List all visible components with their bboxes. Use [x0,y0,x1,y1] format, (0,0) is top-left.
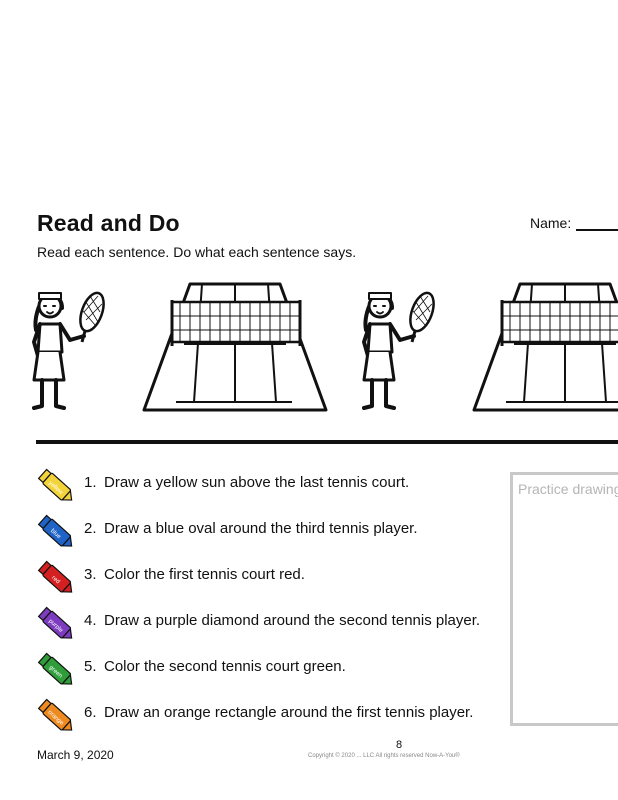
task-text: Color the second tennis court green. [104,658,346,675]
worksheet-title: Read and Do [37,210,180,236]
task-text: Draw a purple diamond around the second … [104,612,481,629]
task-item: purple 4. Draw a purple diamond around the… [36,604,506,644]
task-number: 2. [84,520,97,537]
section-divider [36,440,618,444]
practice-drawing-label: Practice drawing [518,481,618,497]
tennis-court-icon [142,282,328,412]
task-number: 1. [84,474,97,491]
task-text: Draw a blue oval around the third tennis… [104,520,418,537]
task-item: blue 2. Draw a blue oval around the third … [36,512,506,552]
task-item: orange 6. Draw an orange rectangle around … [36,696,506,736]
task-number: 5. [84,658,97,675]
task-text: Draw an orange rectangle around the firs… [104,704,474,721]
task-number: 6. [84,704,97,721]
name-line [576,229,618,231]
footer-date: March 9, 2020 [37,748,114,762]
crayon-icon: yellow [37,468,73,501]
task-item: yellow 1. Draw a yellow sun above the last… [36,466,506,506]
page-number: 8 [396,739,403,751]
crayon-icon: purple [37,606,73,639]
task-text: Draw a yellow sun above the last tennis … [104,474,410,491]
crayon-icon: orange [37,698,73,731]
copyright-notice: Copyright © 2020 ... LLC All rights rese… [308,753,460,759]
tennis-player-icon [32,291,105,410]
crayon-icon: blue [37,514,73,547]
practice-drawing-box[interactable]: Practice drawing [510,472,618,726]
tennis-player-icon [362,291,435,410]
worksheet-instructions: Read each sentence. Do what each sentenc… [37,244,357,260]
task-number: 4. [84,612,97,629]
crayon-label: red [50,575,60,585]
task-number: 3. [84,566,97,583]
task-item: green 5. Color the second tennis court gre… [36,650,506,690]
crayon-icon: green [37,652,73,685]
crayon-icon: red [37,560,73,593]
task-item: red 3. Color the first tennis court red. [36,558,506,598]
tennis-court-icon [472,282,618,412]
task-text: Color the first tennis court red. [104,566,305,583]
name-label: Name: [530,215,572,231]
